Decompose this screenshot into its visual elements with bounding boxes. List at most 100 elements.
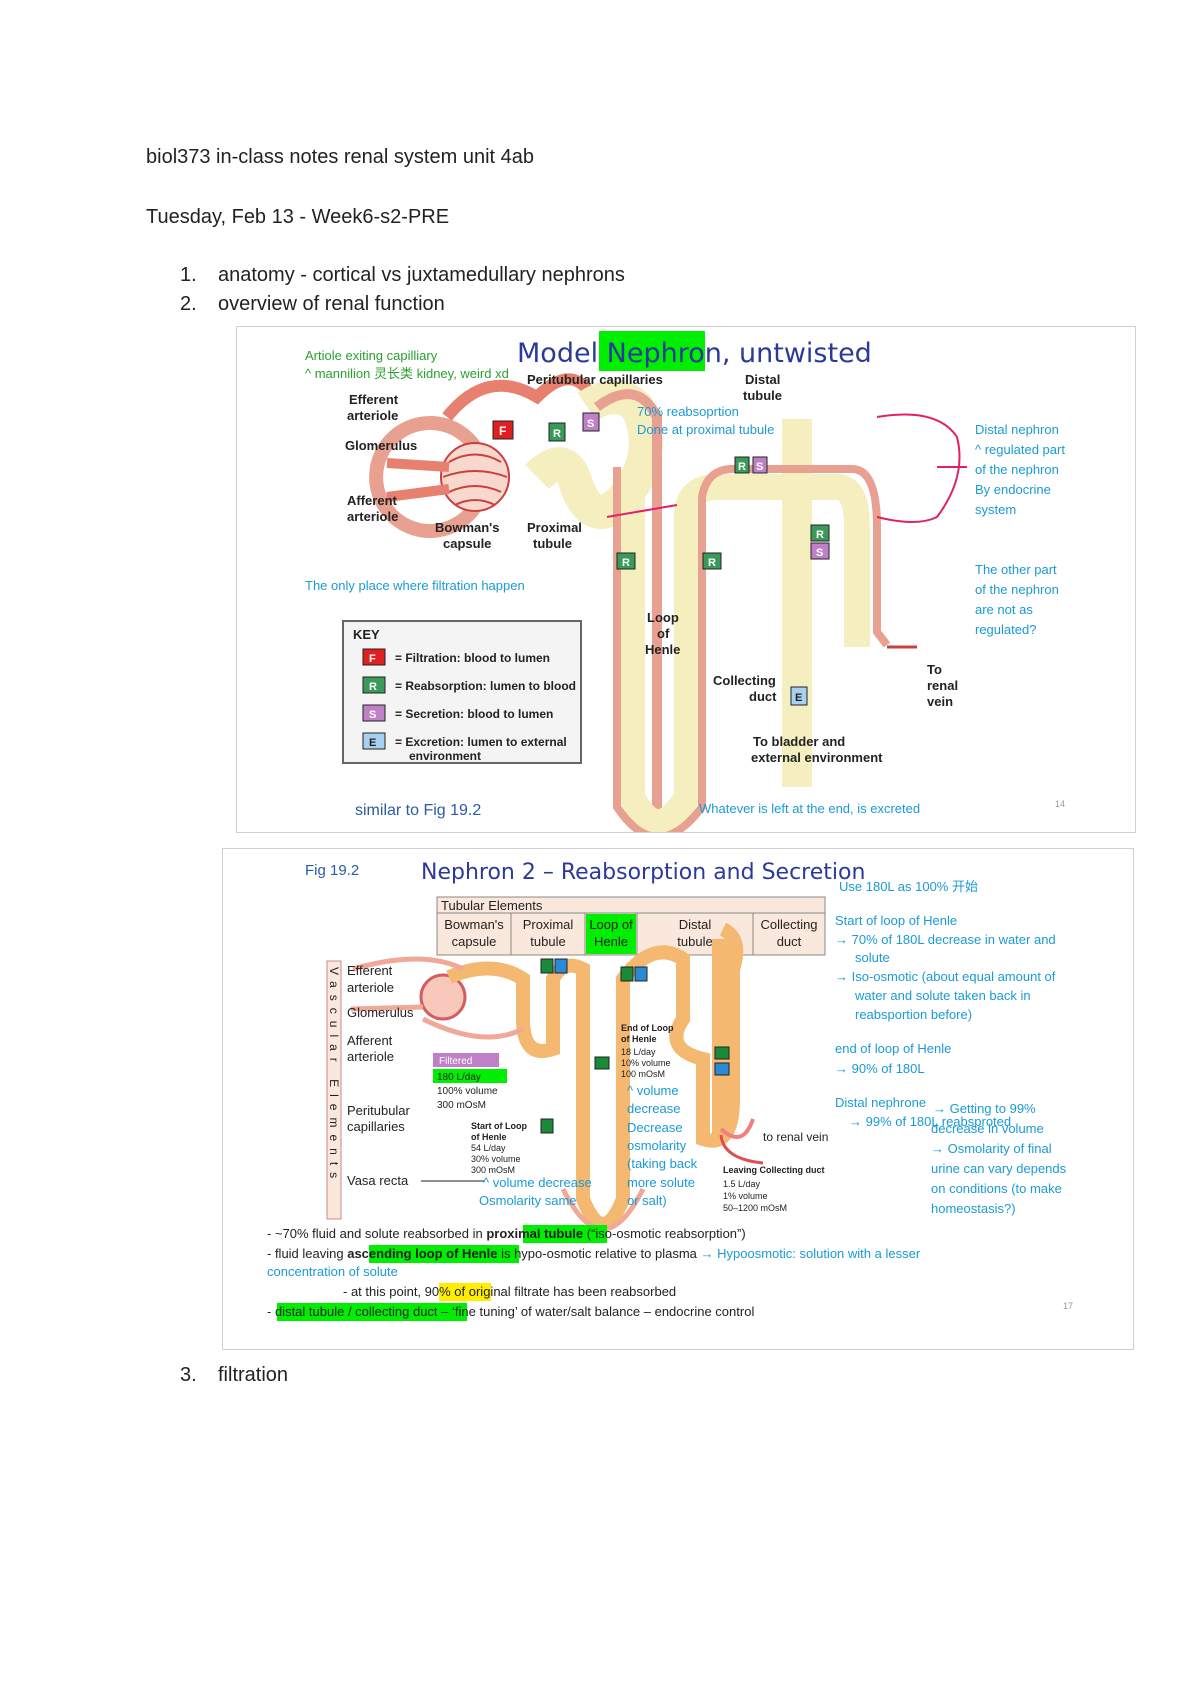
note-other-part: of the nephron <box>975 582 1059 597</box>
key-box: KEY F = Filtration: blood to lumen R = R… <box>342 620 582 764</box>
note-start-loop: → 70% of 180L decrease in water and <box>835 932 1056 947</box>
nephron-reabsorption-diagram: Fig 19.2 Nephron 2 – Reabsorption and Se… <box>267 860 1073 1321</box>
model-nephron-diagram: Model Nephron, untwisted F R R R R R S S… <box>305 331 1065 832</box>
label-peritubular: Peritubular capillaries <box>527 372 663 387</box>
label-loop: of <box>657 626 670 641</box>
note-reabsorption: Done at proximal tubule <box>637 422 774 437</box>
note-start-loop: reabsportion before) <box>855 1007 972 1022</box>
label-vasa-recta: Vasa recta <box>347 1173 409 1188</box>
note-mid: ^ volume <box>627 1083 679 1098</box>
outline-number: 2. <box>180 293 197 315</box>
column-collecting: Collecting <box>760 917 817 932</box>
fig-label: Fig 19.2 <box>305 862 359 879</box>
pen-bracket <box>876 413 961 523</box>
note-mid: more solute <box>627 1175 695 1190</box>
label-afferent: arteriole <box>347 1049 394 1064</box>
label-renal-vein: renal <box>927 678 958 693</box>
svg-text:S: S <box>369 709 376 721</box>
column-proximal: Proximal <box>523 917 574 932</box>
svg-text:30% volume: 30% volume <box>471 1154 521 1164</box>
document-date: Tuesday, Feb 13 - Week6-s2-PRE <box>146 206 450 228</box>
svg-text:S: S <box>816 547 823 559</box>
secretion-marker <box>554 958 730 1076</box>
note-whatever: Whatever is left at the end, is excreted <box>699 801 920 816</box>
slide-title: Nephron 2 – Reabsorption and Secretion <box>421 860 865 885</box>
tubule-graphic <box>524 380 891 832</box>
note-volume-decrease: ^ volume decrease <box>483 1175 592 1190</box>
note-distal: Distal nephron <box>975 422 1059 437</box>
note-getting: → Getting to 99% <box>933 1101 1036 1116</box>
note-similar: similar to Fig 19.2 <box>355 802 481 819</box>
label-bowman: capsule <box>443 536 491 551</box>
note-mid: or salt) <box>627 1193 667 1208</box>
tubular-header: Tubular Elements <box>441 898 543 913</box>
bullet-distal: - distal tubule / collecting duct – ‘fin… <box>267 1304 754 1319</box>
svg-text:of Henle: of Henle <box>471 1132 507 1142</box>
svg-text:R: R <box>738 461 746 473</box>
label-proximal: Proximal <box>527 520 582 535</box>
outline-number: 3. <box>180 1364 197 1386</box>
vascular-label: Vascular Elements <box>327 967 341 1185</box>
tubular-elements-table: Tubular Elements Bowman's capsule Proxim… <box>436 896 826 956</box>
label-distal: Distal <box>745 372 780 387</box>
column-bowman: capsule <box>452 934 497 949</box>
column-bowman: Bowman's <box>444 917 504 932</box>
key-secretion: = Secretion: blood to lumen <box>395 707 553 721</box>
note-end-loop: end of loop of Henle <box>835 1041 951 1056</box>
bullet-ascending: - fluid leaving ascending loop of Henle … <box>267 1246 921 1261</box>
bullet-proximal: - ~70% fluid and solute reabsorbed in pr… <box>267 1226 746 1241</box>
pen-mark <box>606 504 678 518</box>
note-other-part: The other part <box>975 562 1057 577</box>
outline-item: 1. anatomy - cortical vs juxtamedullary n… <box>180 264 625 287</box>
start-loop-box: Start of Loop of Henle 54 L/day 30% volu… <box>471 1121 527 1175</box>
column-proximal: tubule <box>530 934 565 949</box>
bullet-ninety: - at this point, 90% of original filtrat… <box>343 1284 676 1299</box>
label-afferent: arteriole <box>347 509 398 524</box>
label-efferent: arteriole <box>347 980 394 995</box>
svg-text:54 L/day: 54 L/day <box>471 1143 506 1153</box>
outline-number: 1. <box>180 264 197 286</box>
svg-text:End of Loop: End of Loop <box>621 1023 674 1033</box>
document-title: biol373 in-class notes renal system unit… <box>146 146 534 168</box>
note-other-part: regulated? <box>975 622 1036 637</box>
secretion-marker: S S S <box>582 412 830 560</box>
note-mannilion: ^ mannilion 灵长类 kidney, weird xd <box>305 366 509 381</box>
svg-text:R: R <box>369 681 377 693</box>
column-distal: tubule <box>677 934 712 949</box>
label-loop: Loop <box>647 610 679 625</box>
note-distal: By endocrine <box>975 482 1051 497</box>
note-osmolarity: homeostasis?) <box>931 1201 1016 1216</box>
note-distal: → 99% of 180L reabsproted <box>849 1114 1011 1129</box>
label-collecting: duct <box>749 689 777 704</box>
label-glomerulus: Glomerulus <box>345 438 417 453</box>
svg-text:1% volume: 1% volume <box>723 1191 768 1201</box>
column-loop: Loop of <box>589 917 633 932</box>
label-peritubular: Peritubular <box>347 1103 411 1118</box>
outline-text: anatomy - cortical vs juxtamedullary nep… <box>218 264 625 286</box>
vascular-elements-bar: Vascular Elements <box>326 960 342 1220</box>
note-distal: system <box>975 502 1016 517</box>
label-distal: tubule <box>743 388 782 403</box>
label-glomerulus: Glomerulus <box>347 1005 414 1020</box>
note-start-loop: solute <box>855 950 890 965</box>
note-osmolarity: urine can vary depends <box>931 1161 1067 1176</box>
svg-text:S: S <box>587 418 594 430</box>
key-reabsorption: = Reabsorption: lumen to blood <box>395 679 576 693</box>
slide-title: Model Nephron, untwisted <box>517 338 872 369</box>
key-title: KEY <box>353 627 380 642</box>
column-distal: Distal <box>679 917 712 932</box>
svg-text:R: R <box>622 557 630 569</box>
svg-text:S: S <box>756 461 763 473</box>
note-arteriole: Artiole exiting capilliary <box>305 348 438 363</box>
slide-nephron-reabsorption: Fig 19.2 Nephron 2 – Reabsorption and Se… <box>222 848 1134 1350</box>
svg-text:10% volume: 10% volume <box>621 1058 671 1068</box>
label-bowman: Bowman's <box>435 520 500 535</box>
leaving-collecting-box: Leaving Collecting duct 1.5 L/day 1% vol… <box>723 1165 825 1213</box>
note-use180: Use 180L as 100% 开始 <box>839 879 978 894</box>
svg-text:F: F <box>499 424 506 438</box>
note-mid: Decrease <box>627 1120 683 1135</box>
outline-text: filtration <box>218 1364 289 1386</box>
reabsorption-marker: R R R R R <box>548 422 830 570</box>
note-decrease-volume: decrease in volume <box>931 1121 1044 1136</box>
slide-model-nephron: Model Nephron, untwisted F R R R R R S S… <box>236 326 1136 833</box>
